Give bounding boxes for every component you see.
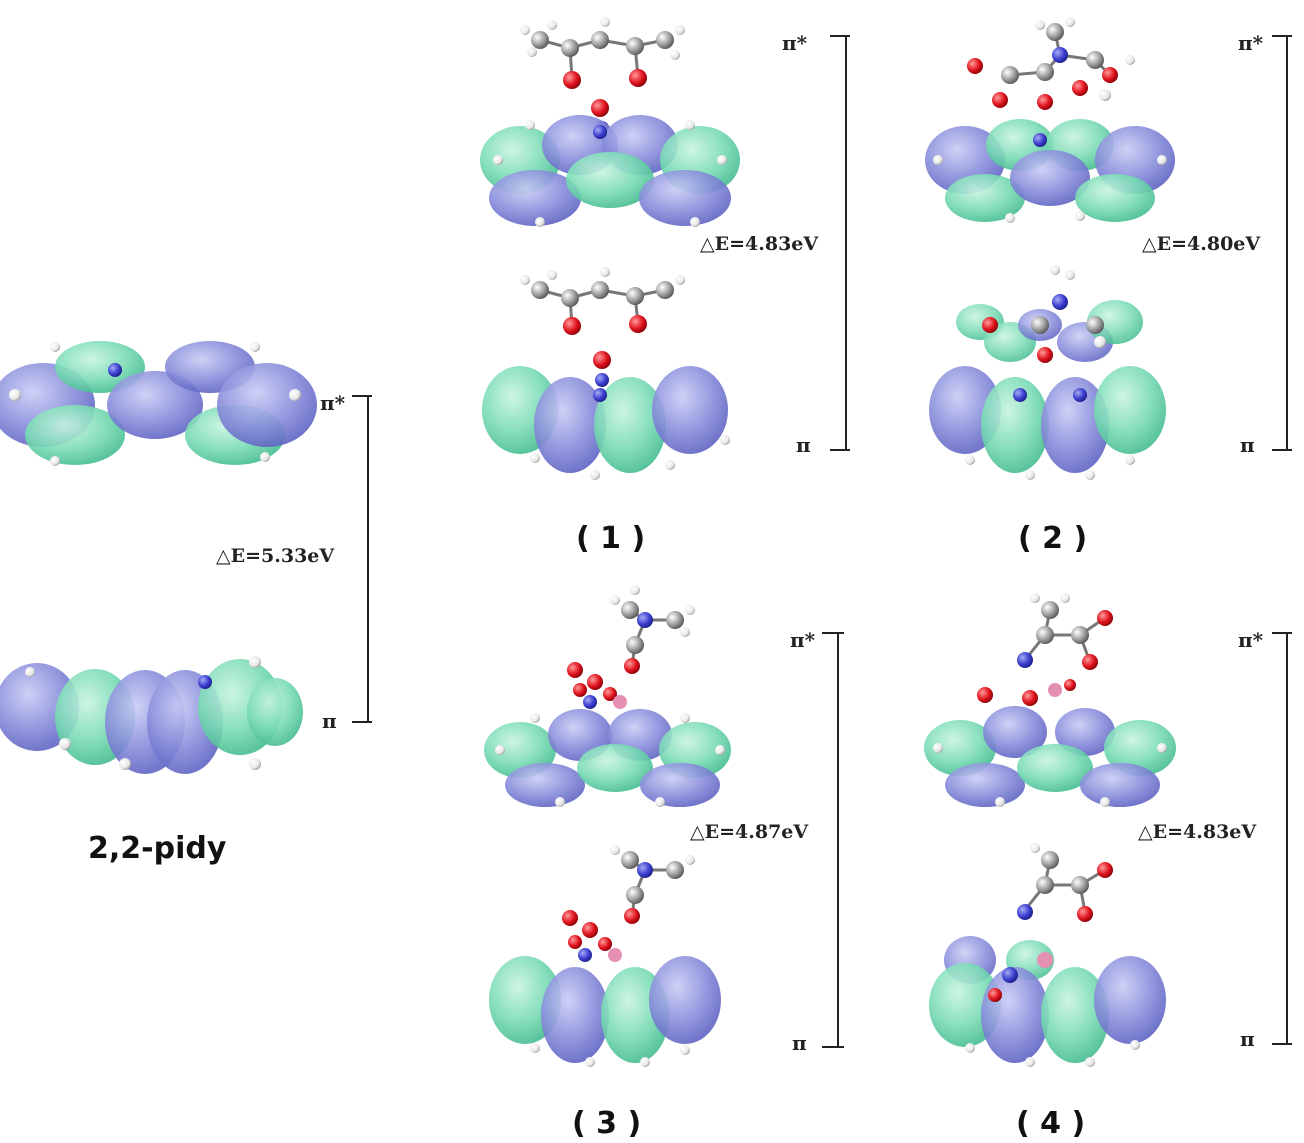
complex-2-homo-molecule: [956, 265, 1143, 363]
complex-4-homo-orbital: [929, 936, 1166, 1067]
panel-complex-1: π* π △E=4.83eV ( 1 ): [480, 17, 850, 556]
complex-2-pi-star-label: π*: [1238, 31, 1264, 55]
complex-4-energy-bracket: [1272, 632, 1292, 1045]
panel-complex-2: π* π △E=4.80eV ( 2 ): [925, 17, 1292, 556]
pidy-pi-label: π: [322, 709, 337, 733]
pidy-energy-bracket: [352, 395, 372, 723]
pidy-homo-orbital: [0, 656, 303, 774]
panel-pidy: π* π △E=5.33eV 2,2-pidy: [0, 341, 372, 866]
complex-3-homo-orbital: [489, 956, 721, 1067]
complex-2-homo-orbital: [929, 366, 1166, 480]
panel-complex-4: π* π △E=4.83eV ( 4 ): [924, 593, 1292, 1141]
complex-1-lumo-molecule: [520, 17, 685, 135]
complex-1-energy-bracket: [830, 35, 850, 451]
complex-4-pi-star-label: π*: [1238, 628, 1264, 652]
complex-4-lumo-orbital: [924, 706, 1176, 807]
pidy-caption: 2,2-pidy: [88, 831, 227, 866]
complex-2-lumo-orbital: [925, 119, 1175, 223]
complex-1-pi-label: π: [796, 433, 811, 457]
complex-2-energy-bracket: [1272, 35, 1292, 451]
complex-3-pi-label: π: [792, 1031, 807, 1055]
pidy-lumo-orbital: [0, 341, 317, 466]
complex-3-caption: ( 3 ): [572, 1106, 641, 1141]
complex-1-homo-orbital: [482, 366, 730, 480]
complex-4-caption: ( 4 ): [1016, 1106, 1085, 1141]
pidy-pi-star-label: π*: [320, 391, 346, 415]
complex-4-lumo-molecule: [977, 593, 1113, 706]
complex-3-lumo-orbital: [484, 709, 731, 807]
pidy-delta-e-label: △E=5.33eV: [216, 545, 335, 567]
complex-2-caption: ( 2 ): [1018, 521, 1087, 556]
complex-4-homo-molecule: [1017, 843, 1113, 922]
complex-3-homo-molecule: [562, 845, 695, 962]
complex-1-homo-molecule: [520, 267, 685, 387]
complex-1-delta-e-label: △E=4.83eV: [700, 233, 819, 255]
complex-4-pi-label: π: [1240, 1027, 1255, 1051]
complex-4-delta-e-label: △E=4.83eV: [1138, 821, 1257, 843]
complex-1-lumo-orbital: [480, 115, 740, 227]
complex-2-lumo-molecule: [967, 17, 1135, 110]
complex-1-caption: ( 1 ): [576, 521, 645, 556]
complex-3-delta-e-label: △E=4.87eV: [690, 821, 809, 843]
complex-3-pi-star-label: π*: [790, 628, 816, 652]
complex-3-lumo-molecule: [567, 585, 695, 709]
complex-2-pi-label: π: [1240, 433, 1255, 457]
complex-3-energy-bracket: [822, 632, 844, 1048]
complex-1-pi-star-label: π*: [782, 31, 808, 55]
panel-complex-3: π* π △E=4.87eV ( 3 ): [484, 585, 844, 1141]
complex-2-delta-e-label: △E=4.80eV: [1142, 233, 1261, 255]
